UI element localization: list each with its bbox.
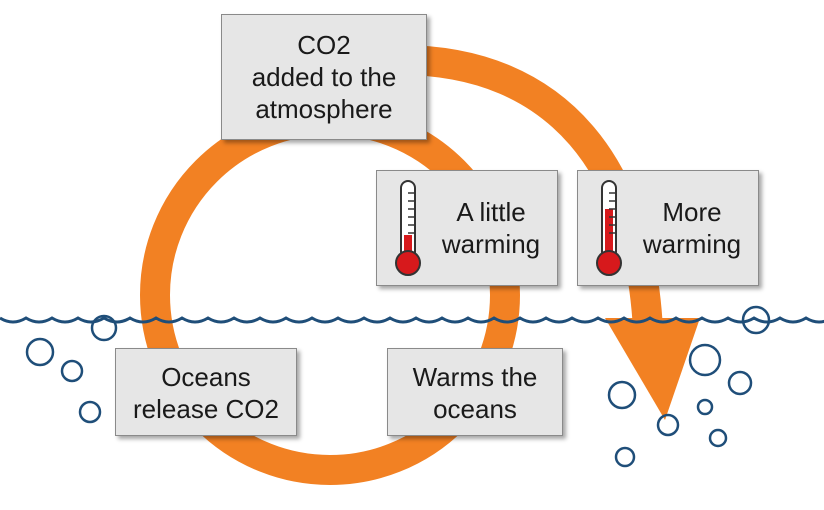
- bubble-icon: [688, 343, 722, 377]
- more-warming-line-2: warming: [642, 229, 742, 259]
- co2-added-line-1: CO2: [297, 30, 351, 60]
- bubble-icon: [60, 359, 84, 383]
- oceans-release-box: Oceans release CO2: [115, 348, 297, 436]
- oceans-release-line-2: release CO2: [133, 394, 279, 424]
- bubble-icon: [727, 370, 753, 396]
- more-warming-box: More warming: [577, 170, 759, 286]
- bubble-icon: [78, 400, 102, 424]
- co2-added-line-3: atmosphere: [255, 94, 393, 124]
- more-warming-label: More warming: [626, 196, 758, 260]
- warms-oceans-box: Warms the oceans: [387, 348, 563, 436]
- oceans-release-line-1: Oceans: [161, 362, 251, 392]
- co2-added-line-2: added to the: [251, 62, 397, 92]
- bubbles-left: [25, 314, 118, 424]
- bubbles-right: [607, 305, 771, 468]
- little-warming-label: A little warming: [425, 196, 557, 260]
- bubble-icon: [741, 305, 771, 335]
- bubble-icon: [614, 446, 636, 468]
- little-warming-line-2: warming: [441, 229, 541, 259]
- bubble-icon: [607, 380, 637, 410]
- warms-oceans-line-1: Warms the: [412, 362, 538, 392]
- bubble-icon: [25, 337, 55, 367]
- thermometer-icon: [395, 180, 421, 276]
- bubble-icon: [656, 413, 680, 437]
- little-warming-line-1: A little: [456, 197, 526, 227]
- more-warming-line-1: More: [662, 197, 722, 227]
- bubble-icon: [90, 314, 118, 342]
- bubble-icon: [696, 398, 714, 416]
- wave-icon: [0, 316, 824, 324]
- co2-added-box: CO2 added to the atmosphere: [221, 14, 427, 140]
- bubble-icon: [708, 428, 728, 448]
- warms-oceans-line-2: oceans: [433, 394, 517, 424]
- arrow-icon: [605, 318, 700, 420]
- thermometer-icon: [596, 180, 622, 276]
- little-warming-box: A little warming: [376, 170, 558, 286]
